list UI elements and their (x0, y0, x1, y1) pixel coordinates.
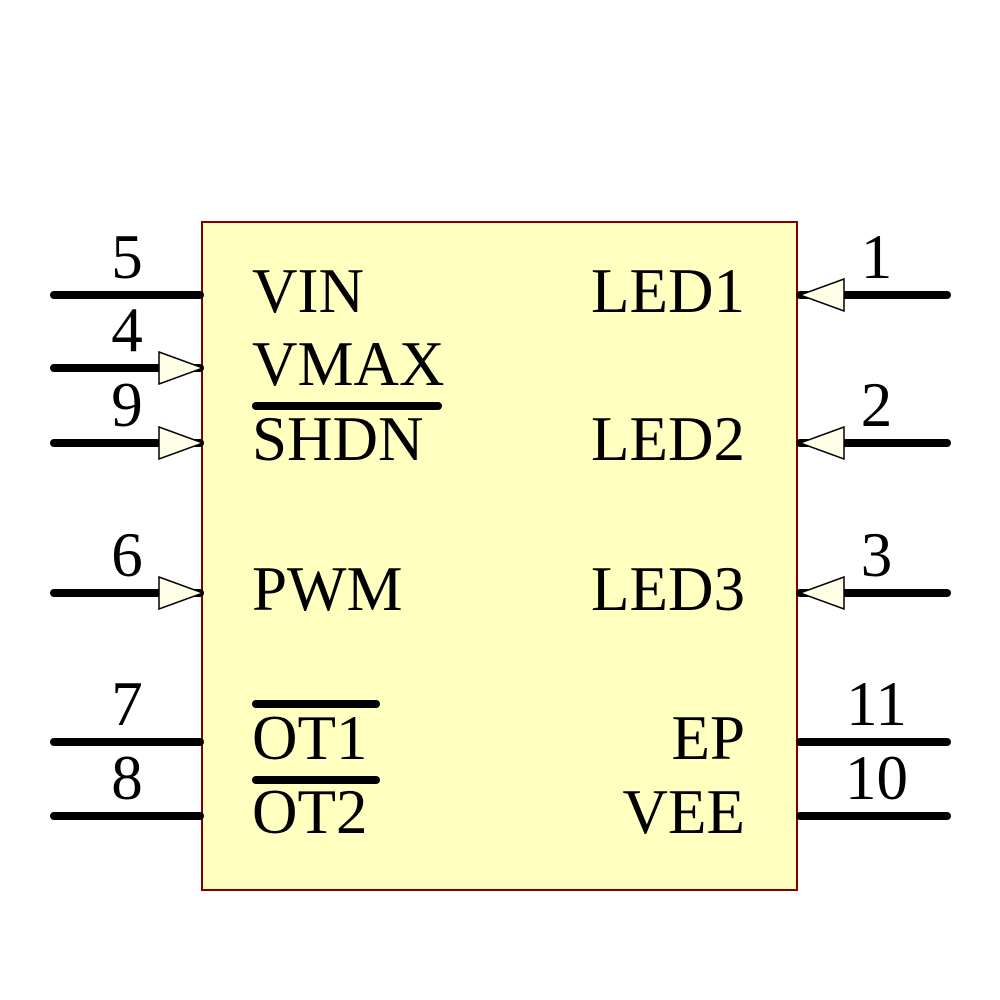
pin-direction-arrow-icon (799, 278, 845, 312)
pin-number: 1 (860, 222, 893, 292)
pin-number: 8 (111, 743, 143, 813)
pin-line (50, 589, 204, 597)
pin-line (50, 812, 204, 820)
pin-label: LED1 (591, 256, 745, 326)
pin-label: VEE (622, 777, 745, 847)
pin-label: VIN (252, 256, 364, 326)
pin-line (50, 439, 204, 447)
pin-label: SHDN (252, 404, 424, 474)
pin-line (50, 364, 204, 372)
pin-direction-arrow-icon (799, 576, 845, 610)
pin-label: LED2 (591, 404, 745, 474)
pin-line (50, 291, 204, 299)
pin-line (796, 589, 951, 597)
pin-line (50, 738, 204, 746)
pin-number: 2 (860, 370, 893, 440)
pin-number: 6 (111, 520, 143, 590)
pin-direction-arrow-icon (158, 351, 204, 385)
pin-direction-arrow-icon (158, 426, 204, 460)
pin-line (796, 291, 951, 299)
pin-number: 9 (111, 370, 143, 440)
pin-line (796, 439, 951, 447)
active-low-overline (252, 776, 380, 784)
pin-number: 7 (111, 669, 143, 739)
pin-label: VMAX (252, 329, 445, 399)
pin-label: PWM (252, 554, 403, 624)
pin-number: 5 (111, 222, 143, 292)
pin-label: OT1 (252, 703, 368, 773)
pin-number: 4 (111, 295, 143, 365)
pin-number: 10 (845, 743, 908, 813)
pin-line (796, 812, 951, 820)
pin-direction-arrow-icon (158, 576, 204, 610)
pin-number: 3 (860, 520, 893, 590)
pin-line (796, 738, 951, 746)
pin-label: LED3 (591, 554, 745, 624)
pin-number: 11 (846, 669, 907, 739)
pin-label: EP (671, 703, 745, 773)
pin-direction-arrow-icon (799, 426, 845, 460)
active-low-overline (252, 402, 442, 410)
active-low-overline (252, 700, 380, 708)
pin-label: OT2 (252, 777, 368, 847)
